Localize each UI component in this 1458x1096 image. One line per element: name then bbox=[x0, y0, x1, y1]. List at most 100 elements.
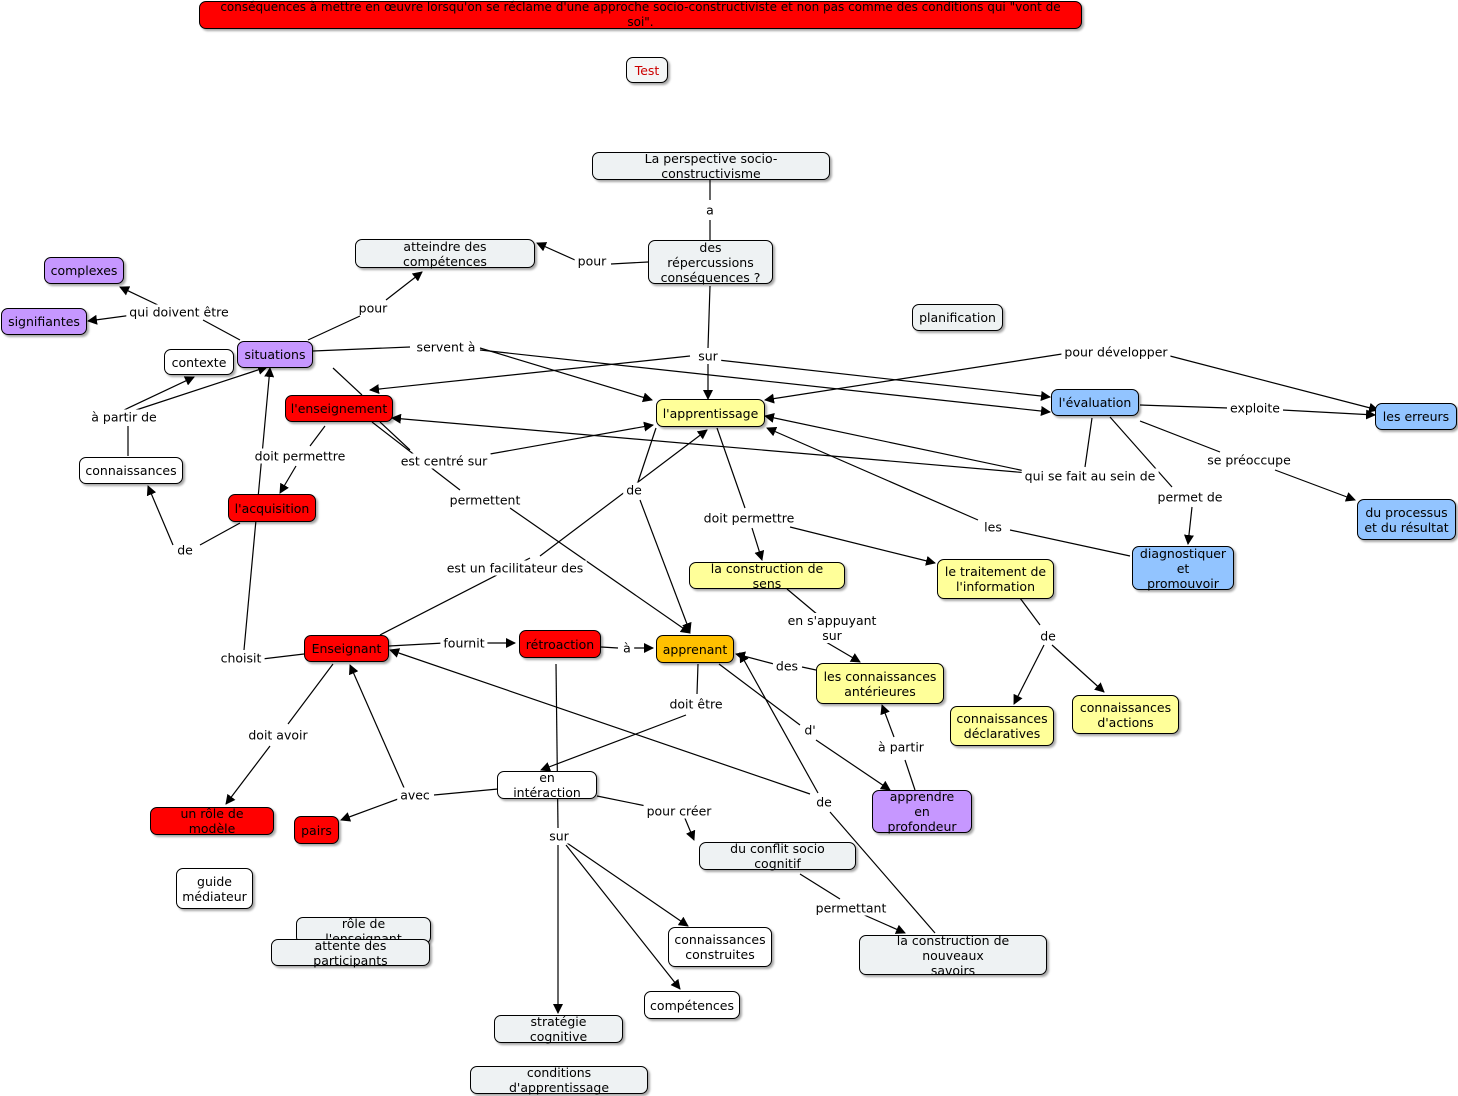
connaissances-anterieures-concept[interactable]: les connaissances antérieures bbox=[816, 663, 944, 704]
processus-resultat-concept[interactable]: du processus et du résultat bbox=[1357, 499, 1456, 540]
apprendre-profondeur-concept[interactable]: apprendre en profondeur bbox=[872, 789, 972, 834]
link-label-qui-se-fait[interactable]: qui se fait au sein de bbox=[1021, 468, 1159, 484]
attente-participants-concept[interactable]: attente des participants bbox=[271, 938, 430, 968]
link-line bbox=[861, 913, 906, 934]
acquisition-concept[interactable]: l'acquisition bbox=[228, 494, 316, 522]
link-label-doit-etre[interactable]: doit être bbox=[666, 696, 726, 712]
link-label-permet-de[interactable]: permet de bbox=[1154, 489, 1226, 505]
link-label-avec[interactable]: avec bbox=[397, 787, 433, 803]
atteindre-competences-concept[interactable]: atteindre des compétences bbox=[355, 239, 535, 269]
conditions-apprentissage-concept[interactable]: conditions d'apprentissage bbox=[470, 1065, 648, 1095]
enseignement-concept[interactable]: l'enseignement bbox=[285, 395, 393, 422]
link-label-les[interactable]: les bbox=[981, 519, 1005, 535]
link-line bbox=[1013, 644, 1045, 705]
link-label-doit-permettre-apprentissage[interactable]: doit permettre bbox=[700, 510, 798, 526]
link-label-de-enseignant[interactable]: de bbox=[813, 794, 835, 810]
pairs-concept[interactable]: pairs bbox=[294, 816, 339, 844]
link-line bbox=[1281, 409, 1376, 420]
banner-concept[interactable]: conséquences à mettre en œuvre lorsqu'on… bbox=[199, 0, 1082, 29]
link-line bbox=[389, 648, 811, 795]
link-line bbox=[639, 499, 692, 633]
link-label-fournit[interactable]: fournit bbox=[440, 635, 488, 651]
link-line bbox=[799, 873, 841, 900]
link-label-a-apprenant[interactable]: à bbox=[620, 640, 634, 656]
link-line bbox=[1084, 417, 1093, 468]
link-label-pour-developper[interactable]: pour développer bbox=[1061, 344, 1171, 360]
link-label-a[interactable]: a bbox=[703, 202, 717, 218]
link-label-qui-doivent-etre[interactable]: qui doivent être bbox=[126, 304, 232, 320]
link-label-en-s-appuyant-sur[interactable]: en s'appuyant sur bbox=[784, 613, 880, 643]
signifiantes-concept[interactable]: signifiantes bbox=[1, 308, 87, 335]
link-label-des[interactable]: des bbox=[772, 658, 802, 674]
link-line bbox=[555, 663, 559, 829]
connaissances-actions-concept[interactable]: connaissances d'actions bbox=[1072, 695, 1179, 734]
connaissances-construites-concept[interactable]: connaissances construites bbox=[668, 927, 772, 967]
link-line bbox=[751, 527, 765, 561]
link-label-de-connaissances[interactable]: de bbox=[174, 542, 196, 558]
link-line bbox=[789, 526, 936, 566]
link-label-est-un-facilitateur[interactable]: est un facilitateur des bbox=[443, 560, 587, 576]
en-interaction-concept[interactable]: en intéraction bbox=[497, 770, 597, 800]
link-line bbox=[199, 522, 241, 546]
link-label-permettent[interactable]: permettent bbox=[446, 492, 524, 508]
link-label-se-preoccupe[interactable]: se préoccupe bbox=[1204, 452, 1294, 468]
link-line bbox=[610, 261, 649, 265]
complexes-concept[interactable]: complexes bbox=[44, 257, 124, 284]
diagnostiquer-concept[interactable]: diagnostiquer et promouvoir bbox=[1132, 546, 1234, 591]
link-line bbox=[717, 359, 1051, 401]
link-label-doit-permettre-enseignement[interactable]: doit permettre bbox=[251, 448, 349, 464]
role-modele-concept[interactable]: un rôle de modèle bbox=[150, 806, 274, 836]
contexte-concept[interactable]: contexte bbox=[164, 349, 234, 375]
connaissances-declaratives-concept[interactable]: connaissances déclaratives bbox=[950, 706, 1054, 746]
connaissances-concept[interactable]: connaissances bbox=[79, 457, 183, 484]
link-line bbox=[718, 663, 801, 726]
link-label-permettant[interactable]: permettant bbox=[812, 900, 890, 916]
repercussions-concept[interactable]: des répercussions conséquences ? bbox=[648, 240, 773, 285]
link-label-de-apprentissage[interactable]: de bbox=[623, 482, 645, 498]
test-concept[interactable]: Test bbox=[626, 57, 668, 83]
link-line bbox=[536, 242, 576, 261]
link-label-sur-interaction[interactable]: sur bbox=[546, 828, 572, 844]
link-label-d[interactable]: d' bbox=[801, 722, 819, 738]
link-line bbox=[637, 427, 657, 483]
link-line bbox=[287, 663, 334, 725]
link-label-sur[interactable]: sur bbox=[695, 348, 721, 364]
planification-concept[interactable]: planification bbox=[912, 304, 1003, 331]
link-label-choisit[interactable]: choisit bbox=[217, 650, 265, 666]
traitement-information-concept[interactable]: le traitement de l'information bbox=[937, 559, 1054, 599]
conflit-socio-cognitif-concept[interactable]: du conflit socio cognitif bbox=[699, 841, 856, 871]
link-label-a-partir[interactable]: à partir bbox=[875, 739, 927, 755]
link-line bbox=[123, 376, 195, 411]
link-line bbox=[801, 666, 817, 671]
link-label-est-centre-sur[interactable]: est centré sur bbox=[397, 453, 491, 469]
link-label-pour-atteindre[interactable]: pour bbox=[574, 253, 610, 269]
link-line bbox=[540, 714, 687, 772]
link-line bbox=[385, 271, 423, 301]
link-label-exploite[interactable]: exploite bbox=[1227, 400, 1283, 416]
link-line bbox=[683, 815, 696, 841]
link-line bbox=[309, 425, 326, 447]
guide-mediateur-concept[interactable]: guide médiateur bbox=[176, 868, 253, 909]
construction-nouveaux-savoirs-concept[interactable]: la construction de nouveaux savoirs bbox=[859, 933, 1047, 978]
link-label-de-traitement[interactable]: de bbox=[1037, 628, 1059, 644]
evaluation-concept[interactable]: l'évaluation bbox=[1051, 389, 1139, 416]
perspective-concept[interactable]: La perspective socio-constructivisme bbox=[592, 151, 830, 181]
construction-sens-concept[interactable]: la construction de sens bbox=[689, 561, 845, 591]
link-label-pour-creer[interactable]: pour créer bbox=[643, 803, 715, 819]
link-line bbox=[433, 788, 499, 796]
link-label-servent-a[interactable]: servent à bbox=[413, 339, 479, 355]
retroaction-concept[interactable]: rétroaction bbox=[519, 630, 601, 658]
link-label-a-partir-de[interactable]: à partir de bbox=[88, 409, 160, 425]
erreurs-concept[interactable]: les erreurs bbox=[1375, 403, 1457, 430]
competences-concept[interactable]: compétences bbox=[644, 991, 740, 1019]
apprenant-concept[interactable]: apprenant bbox=[656, 635, 734, 663]
link-label-pour-situations[interactable]: pour bbox=[355, 300, 391, 316]
link-line bbox=[261, 653, 305, 660]
link-label-doit-avoir[interactable]: doit avoir bbox=[245, 727, 311, 743]
apprentissage-concept[interactable]: l'apprentissage bbox=[656, 399, 765, 427]
link-line bbox=[1169, 355, 1379, 413]
situations-concept[interactable]: situations bbox=[237, 341, 313, 368]
enseignant-concept[interactable]: Enseignant bbox=[304, 635, 389, 662]
strategie-cognitive-concept[interactable]: stratégie cognitive bbox=[494, 1014, 623, 1044]
link-line bbox=[1183, 506, 1194, 545]
